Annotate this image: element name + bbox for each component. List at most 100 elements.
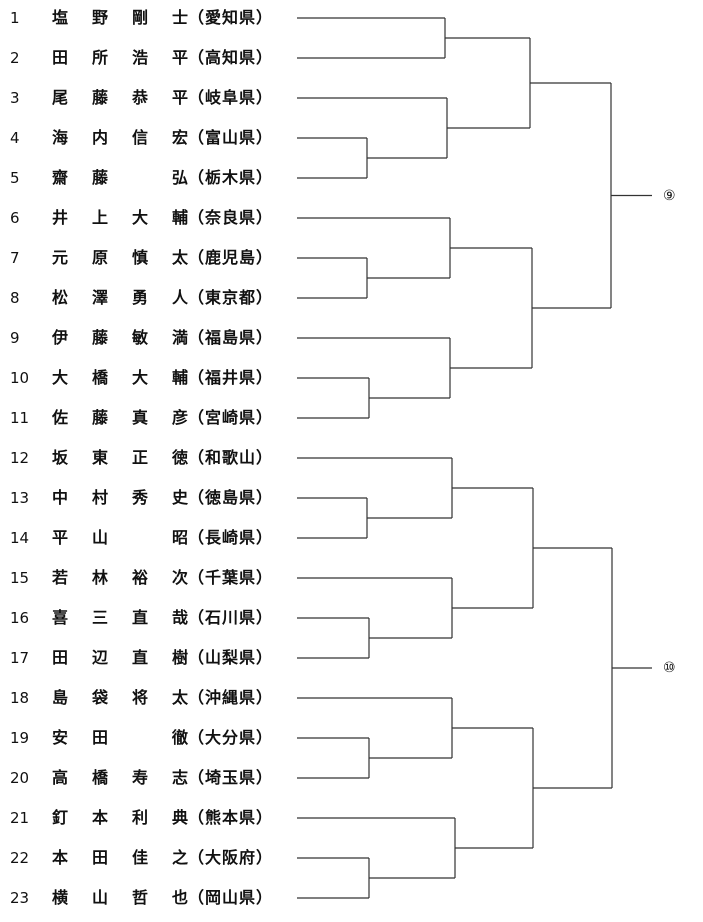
entry-name-char: 藤 [91,328,108,347]
entry-name-char: 橋 [91,768,108,787]
entry-prefecture: （徳島県） [188,488,274,507]
entry-name-char: 中 [51,488,68,507]
entry-name-char: 尾 [51,88,68,107]
entry-name-char: 満 [171,328,188,347]
entry-number: 18 [10,689,30,707]
entry-name-char: 輔 [171,208,188,227]
entry-number: 23 [10,889,30,907]
entry-name-char: 真 [131,408,148,427]
entry-name-char: 佐 [51,408,68,427]
entry-number: 11 [10,409,30,427]
entry-name-char: 野 [91,8,108,27]
entry-name-char: 昭 [171,528,188,547]
entry-number: 8 [10,289,20,307]
entry-prefecture: （岡山県） [188,888,274,907]
entry-name-char: 林 [91,568,108,587]
entry-prefecture: （和歌山） [188,448,274,467]
entry-name-char: 若 [51,568,68,587]
entry-name-char: 所 [91,48,108,67]
entry-name-char: 本 [91,808,108,827]
entry-name-char: 袋 [91,688,108,707]
entry-name-char: 坂 [51,448,68,467]
entry-name-char: 哲 [131,888,148,907]
entry-prefecture: （宮崎県） [188,408,274,427]
entry-prefecture: （埼玉県） [188,768,274,787]
entry-number: 1 [10,9,20,27]
entry-name-char: 太 [171,248,188,267]
entry-number: 22 [10,849,30,867]
entry-name-char: 松 [51,288,68,307]
entry-prefecture: （東京都） [188,288,274,307]
entry-name-char: 徳 [171,448,188,467]
entry-name-char: 上 [91,208,108,227]
entry-name-char: 樹 [171,648,188,667]
entry-name-char: 齋 [51,168,68,187]
entry-name-char: 釘 [51,808,68,827]
entry-prefecture: （富山県） [188,128,274,147]
entry-prefecture: （大阪府） [188,848,274,867]
entry-name-char: 敏 [131,328,148,347]
entry-name-char: 橋 [91,368,108,387]
entry-number: 21 [10,809,30,827]
entry-name-char: 伊 [51,328,68,347]
entry-name-char: 之 [171,848,188,867]
entry-name-char: 田 [51,648,68,667]
entry-name-char: 典 [171,808,188,827]
entry-name-char: 平 [171,48,188,67]
entry-number: 4 [10,129,20,147]
entry-name-char: 塩 [51,8,68,27]
entry-name-char: 藤 [91,408,108,427]
entry-name-char: 彦 [171,408,188,427]
entry-number: 19 [10,729,30,747]
entry-name-char: 島 [51,688,68,707]
entry-name-char: 正 [131,448,148,467]
entry-prefecture: （栃木県） [188,168,274,187]
entry-name-char: 藤 [91,88,108,107]
entry-name-char: 田 [51,48,68,67]
entry-name-char: 弘 [171,168,188,187]
entry-name-char: 大 [131,368,148,387]
result-label: ⑩ [663,660,676,676]
entry-number: 13 [10,489,30,507]
entry-row: 11 佐 藤 真 彦（宮崎県） [0,406,300,430]
entry-name-char: 藤 [91,168,108,187]
entry-name-char: 直 [131,608,148,627]
entry-name-char: 本 [51,848,68,867]
entry-number: 2 [10,49,20,67]
entry-name-char: 裕 [131,568,148,587]
entry-name-char: 原 [91,248,108,267]
entry-name-char: 澤 [91,288,108,307]
entry-name-char: 山 [91,528,108,547]
entry-prefecture: （奈良県） [188,208,274,227]
entry-prefecture: （鹿児島） [188,248,274,267]
entry-name-char: 輔 [171,368,188,387]
entry-name-char: 哉 [171,608,188,627]
entry-name-char: 村 [91,488,108,507]
entry-name-char: 信 [131,128,148,147]
entry-name-char: 田 [91,728,108,747]
result-label: ⑨ [663,187,676,204]
entry-name-char: 佳 [131,848,148,867]
entry-name-char: 勇 [131,288,148,307]
entry-row: 22 本 田 佳 之（大阪府） [0,846,300,870]
entry-prefecture: （石川県） [188,608,274,627]
entry-name-char: 慎 [131,248,148,267]
entry-name-char: 利 [131,808,148,827]
entry-name-char: 田 [91,848,108,867]
entry-prefecture: （高知県） [188,48,274,67]
entry-name-char: 也 [171,888,188,907]
entry-prefecture: （沖縄県） [188,688,274,707]
